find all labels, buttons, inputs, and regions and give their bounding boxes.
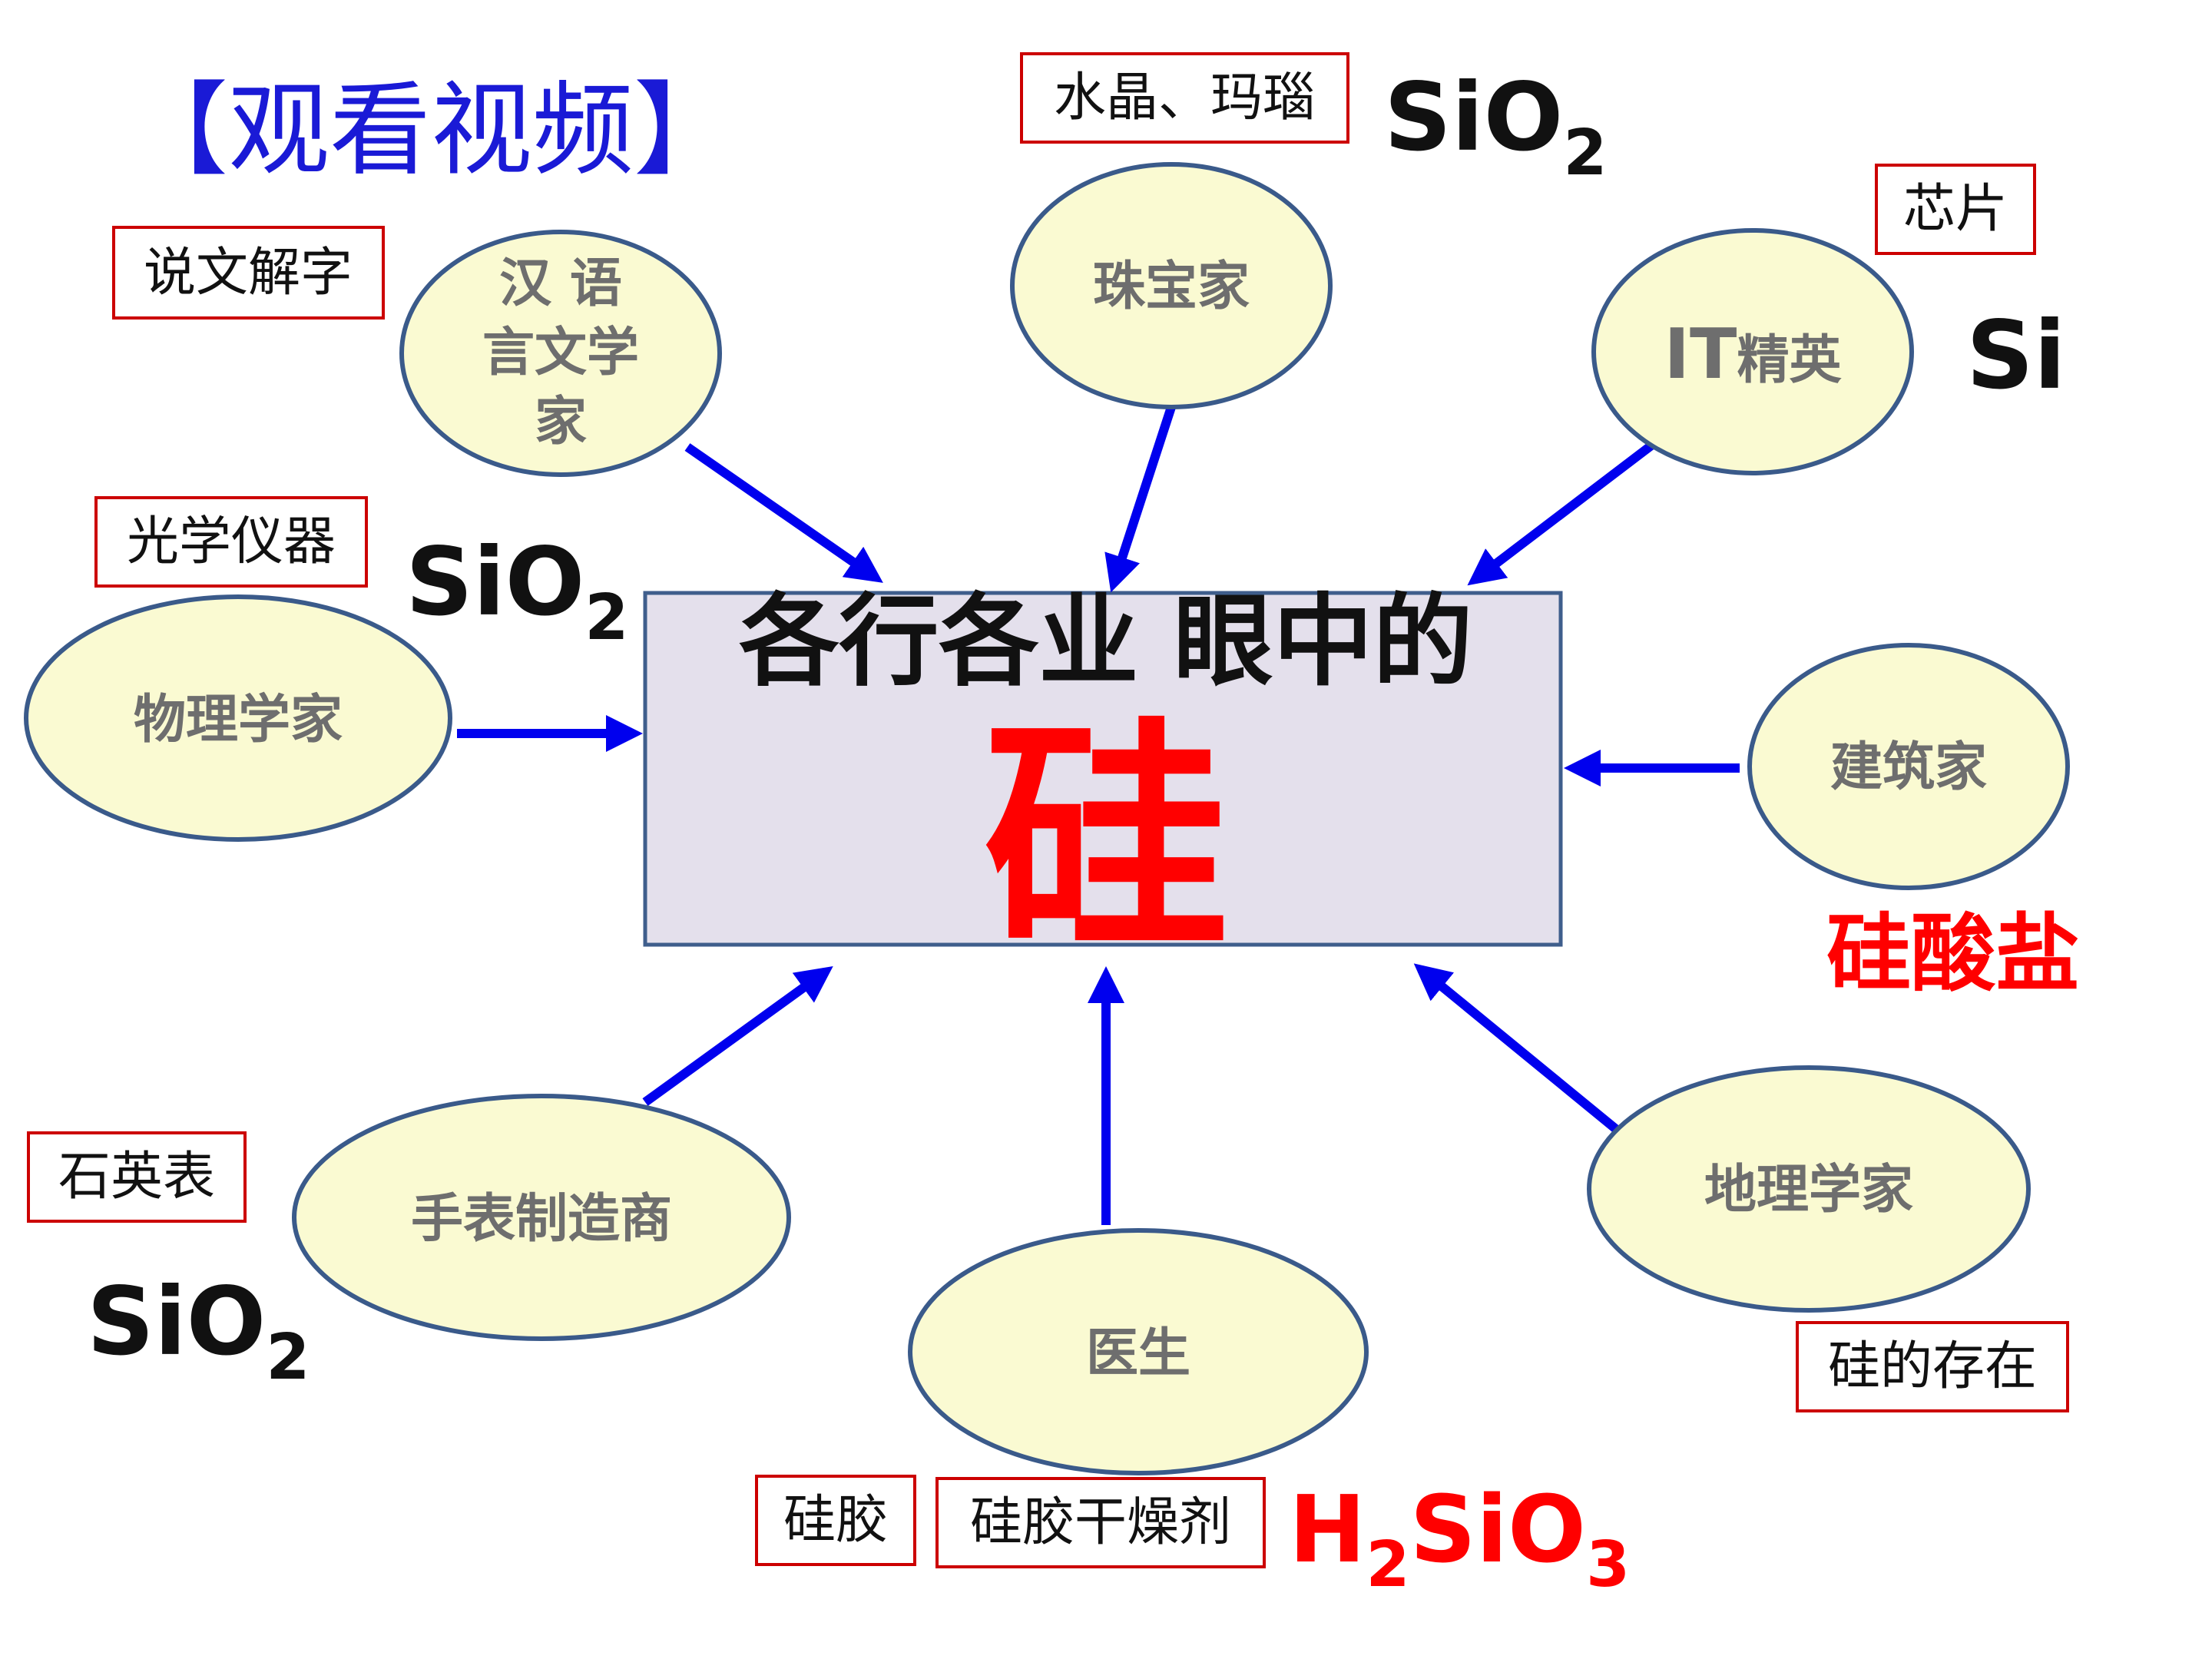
box-silicon-existence-label: 硅的存在	[1828, 1336, 2037, 1397]
formula-sio2-top-base: SiO	[1384, 63, 1563, 172]
node-physicist[interactable]: 物理学家	[24, 594, 452, 842]
formula-sio2-bottom-sub: 2	[266, 1321, 310, 1394]
node-linguist[interactable]: 汉 语 言文学 家	[399, 230, 722, 477]
node-doctor[interactable]: 医生	[908, 1228, 1369, 1475]
box-desiccant-label: 硅胶干燥剂	[970, 1492, 1231, 1553]
box-silica-gel[interactable]: 硅胶	[755, 1475, 916, 1566]
node-it-suffix: 精英	[1737, 330, 1842, 391]
node-geographer-label: 地理学家	[1704, 1160, 1913, 1220]
node-watchmaker[interactable]: 手表制造商	[292, 1094, 791, 1341]
box-crystal-agate-label: 水晶、玛瑙	[1054, 68, 1315, 128]
formula-sio2-left: SiO2	[406, 528, 628, 654]
box-silicon-existence[interactable]: 硅的存在	[1796, 1321, 2069, 1412]
arrow-watchmaker	[642, 965, 833, 1106]
arrow-it	[1467, 442, 1654, 586]
formula-sio2-top-sub: 2	[1563, 117, 1607, 190]
node-it-elite[interactable]: IT精英	[1591, 228, 1914, 475]
box-crystal-agate[interactable]: 水晶、玛瑙	[1020, 52, 1349, 144]
node-jeweler-label: 珠宝家	[1093, 257, 1250, 317]
box-silica-gel-label: 硅胶	[783, 1490, 888, 1551]
node-jeweler[interactable]: 珠宝家	[1010, 162, 1333, 409]
formula-sio2-bottom-base: SiO	[87, 1267, 266, 1376]
center-main-character: 硅	[983, 698, 1229, 984]
watch-video-label[interactable]: 【观看视频】	[127, 71, 735, 190]
formula-si: Si	[1966, 301, 2066, 410]
formula-silicate: 硅酸盐	[1826, 905, 2080, 1003]
formula-sio2-top: SiO2	[1384, 63, 1607, 190]
arrow-geographer	[1413, 963, 1624, 1137]
formula-sio2-left-base: SiO	[406, 528, 584, 637]
node-physicist-label: 物理学家	[134, 690, 343, 750]
node-it-prefix: IT	[1664, 314, 1737, 395]
node-linguist-line2: 言文学	[482, 323, 639, 383]
center-title: 各行各业 眼中的	[739, 583, 1472, 700]
box-optical-instruments[interactable]: 光学仪器	[94, 496, 368, 588]
box-quartz-watch[interactable]: 石英表	[27, 1131, 247, 1223]
formula-sio2-left-sub: 2	[584, 581, 628, 654]
node-it-label: IT精英	[1664, 314, 1843, 395]
arrow-linguist	[684, 443, 883, 583]
box-shuowen-label: 说文解字	[144, 243, 353, 303]
node-watchmaker-label: 手表制造商	[411, 1189, 672, 1250]
formula-h2sio3-h-sub: 2	[1366, 1528, 1409, 1601]
box-silica-gel-desiccant[interactable]: 硅胶干燥剂	[935, 1477, 1266, 1568]
formula-h2sio3-h: H	[1289, 1477, 1366, 1584]
box-quartz-watch-label: 石英表	[58, 1147, 215, 1207]
box-chip-label: 芯片	[1903, 179, 2008, 240]
formula-h2sio3-o-sub: 3	[1586, 1528, 1630, 1601]
formula-sio2-bottom: SiO2	[87, 1267, 310, 1394]
node-doctor-label: 医生	[1086, 1323, 1190, 1384]
node-linguist-line3: 家	[535, 392, 587, 452]
box-optical-label: 光学仪器	[127, 512, 336, 572]
node-architect-label: 建筑家	[1830, 737, 1987, 798]
box-shuowen[interactable]: 说文解字	[112, 226, 385, 320]
box-chip[interactable]: 芯片	[1875, 164, 2036, 255]
center-box	[643, 591, 1563, 947]
node-geographer[interactable]: 地理学家	[1587, 1065, 2031, 1313]
arrow-jeweler	[1104, 406, 1176, 593]
node-linguist-line1: 汉 语	[499, 253, 622, 314]
formula-h2sio3-mid: SiO	[1410, 1477, 1587, 1584]
formula-h2sio3: H2SiO3	[1289, 1477, 1630, 1601]
node-architect[interactable]: 建筑家	[1747, 643, 2070, 890]
